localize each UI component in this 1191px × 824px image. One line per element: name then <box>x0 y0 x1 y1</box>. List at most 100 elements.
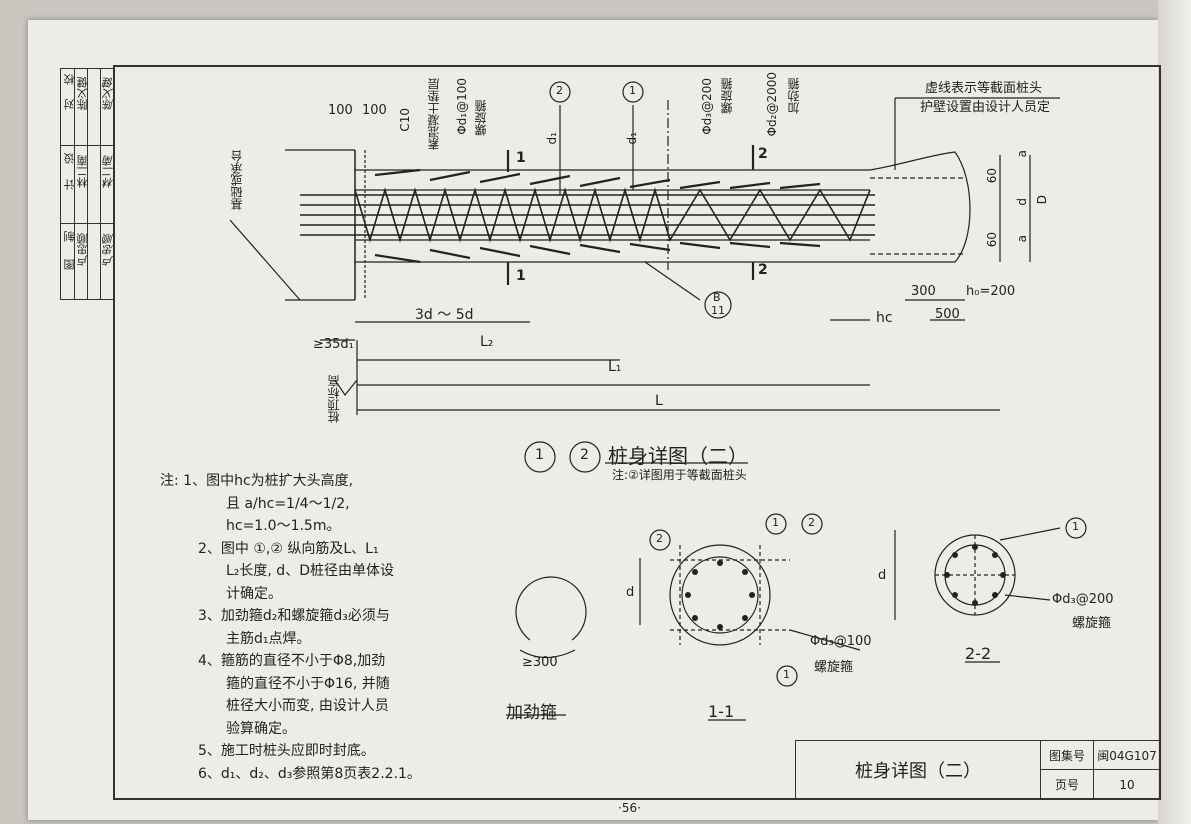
dim-3d-5d-label: 3d ～ 5d <box>415 307 474 323</box>
dim-D: D <box>1035 195 1049 205</box>
signature-block: 校 对 陈义健 陈义健 设 计 林二南 林二南 制 图 卢忠顺 卢忠顺 <box>60 68 115 300</box>
note-line: 注: 1、图中hc为桩扩大头高度, <box>160 473 354 489</box>
section-1-bot: 1 <box>516 268 526 284</box>
detail-B-top: B <box>713 291 721 304</box>
drawing-frame <box>113 65 1161 800</box>
stiffener-ring <box>515 576 587 641</box>
section-2-2-title: 2-2 <box>965 644 992 663</box>
dim-L-label: L <box>655 393 663 409</box>
dim-L1-label: L₁ <box>608 359 622 375</box>
section-1-1-inner <box>681 556 759 634</box>
label-cap: 基础或承台 <box>230 150 244 210</box>
s11-circle-1b <box>776 665 798 687</box>
dim-60-top: 60 <box>985 168 999 184</box>
s22-circle-1-label: 1 <box>1072 520 1079 533</box>
label-spiral: 螺旋箍 <box>474 100 488 136</box>
label-d1-spiral: Φd₁@100 <box>455 78 469 135</box>
label-cushion: 素混凝土垫层 <box>427 78 441 150</box>
note-line: 桩径大小而变, 由设计人员 <box>226 698 389 714</box>
section-1-1-d: d <box>626 585 635 600</box>
note-line: 5、施工时桩头应即时封底。 <box>198 743 375 759</box>
section-1-top: 1 <box>516 150 526 166</box>
circle-2-top <box>549 81 571 103</box>
s11-circle-2 <box>801 513 823 535</box>
pile-top-marker <box>334 379 358 397</box>
section-1-1-leader <box>789 629 861 651</box>
stiffener-title: 加劲箍 <box>506 703 557 723</box>
note-line: 6、d₁、d₂、d₃参照第8页表2.2.1。 <box>198 765 421 782</box>
dim-100b: 100 <box>362 103 387 118</box>
s11-circle-1 <box>765 513 787 535</box>
section-2-2-d: d <box>878 568 887 583</box>
label-d1-a: d₁ <box>545 132 559 145</box>
dashed-note-line2: 护壁设置由设计人员定 <box>920 100 1051 115</box>
s22-circle-1 <box>1065 517 1087 539</box>
atlas-label: 图集号 <box>1041 741 1094 770</box>
note-line: 2、图中 ①,② 纵向筋及L、L₁ <box>198 540 379 557</box>
atlas-value: 闽04G107 <box>1094 741 1160 770</box>
dim-hb-label: h₀=200 <box>966 284 1016 299</box>
dim-300-label: 300 <box>911 284 936 299</box>
section-2-2-leader-1 <box>999 527 1061 541</box>
note-line: hc=1.0～1.5m。 <box>226 518 341 534</box>
detail-B-circle <box>704 291 732 319</box>
section-2-2-spiral: Φd₃@200 <box>1052 592 1114 607</box>
label-d1-b: d₁ <box>625 132 639 145</box>
notes-block: 注: 1、图中hc为桩扩大头高度, 且 a/hc=1/4～1/2, hc=1.0… <box>160 470 421 785</box>
section-2-bot: 2 <box>758 262 768 278</box>
label-d2-stiff: Φd₂@2000 <box>765 72 779 137</box>
enlarged-head-outline <box>869 151 971 263</box>
dim-60-bot: 60 <box>985 232 999 248</box>
section-1-1-grid <box>670 545 790 645</box>
dim-d-mid: d <box>1015 198 1029 206</box>
section-1-1-spiral-label: 螺旋箍 <box>814 660 854 675</box>
s11-circle-2b-label: 2 <box>656 532 663 545</box>
book-spine <box>1158 0 1191 824</box>
leader-cap <box>229 219 301 301</box>
section-1-1-title: 1-1 <box>708 702 735 721</box>
s11-circle-1b-label: 1 <box>783 668 790 681</box>
dim-hc-label: hc <box>876 310 893 326</box>
s11-circle-2b <box>649 529 671 551</box>
main-title-note: 注:②详图用于等截面桩头 <box>612 468 747 482</box>
title-circle-2-label: 2 <box>580 447 589 463</box>
dim-35d-label: ≥35d₁ <box>313 337 354 352</box>
label-spiral-2: 螺旋箍 <box>720 78 734 114</box>
dim-100a: 100 <box>328 103 353 118</box>
dim-L2-label: L₂ <box>480 334 494 350</box>
dim-500-label: 500 <box>935 307 960 322</box>
label-d3-spiral: Φd₃@200 <box>700 78 714 135</box>
s11-circle-2-label: 2 <box>808 516 815 529</box>
section-2-2-leader-spiral <box>1004 594 1051 601</box>
circle-1-top <box>622 81 644 103</box>
dim-a-bot: a <box>1015 235 1029 243</box>
protection-wall-top <box>374 168 821 190</box>
detail-B-bot: 11 <box>711 304 725 317</box>
leader-B <box>644 261 701 301</box>
stiffener-dim-arc <box>519 649 576 659</box>
stiffener-dim: ≥300 <box>522 655 558 670</box>
circle-2-top-label: 2 <box>556 84 563 97</box>
circle-1-top-label: 1 <box>629 84 636 97</box>
page-number: ·56· <box>618 801 641 815</box>
note-line: 箍的直径不小于Φ16, 并随 <box>226 675 390 692</box>
note-line: 3、加劲箍d₂和螺旋箍d₃必须与 <box>198 608 390 624</box>
drawing-sheet <box>28 20 1158 820</box>
dashed-note-line1: 虚线表示等截面桩头 <box>925 81 1043 96</box>
section-2-top: 2 <box>758 146 768 162</box>
note-line: 验算确定。 <box>226 720 296 737</box>
page-label: 页号 <box>1041 770 1094 799</box>
main-title: 桩身详图（二） <box>608 444 748 468</box>
spiral-bounds <box>355 189 870 241</box>
section-2-2-spiral-label: 螺旋箍 <box>1072 616 1112 631</box>
label-c10: C10 <box>398 108 412 132</box>
page-value: 10 <box>1119 777 1135 792</box>
title-block: 桩身详图（二） 图集号 闽04G107 页号 10 <box>795 740 1161 800</box>
note-line: 4、箍筋的直径不小于Φ8,加劲 <box>198 653 386 669</box>
title-circle-1 <box>524 441 556 473</box>
note-line: 主筋d₁点焊。 <box>226 630 311 647</box>
label-stiff: 加劲箍 <box>787 78 801 114</box>
note-line: 且 a/hc=1/4～1/2, <box>226 495 350 512</box>
title-circle-2 <box>569 441 601 473</box>
